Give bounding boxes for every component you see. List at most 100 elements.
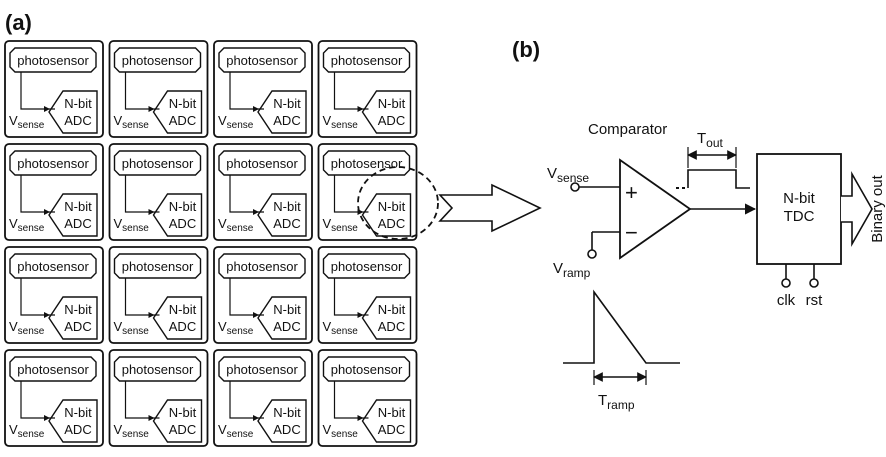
photosensor-box bbox=[218, 356, 306, 382]
vsense-pixel-sub: sense bbox=[18, 326, 45, 337]
adc-line1: N-bit bbox=[378, 302, 406, 317]
output-pulse bbox=[687, 169, 750, 189]
photosensor-label: photosensor bbox=[226, 53, 298, 68]
pixel-wire bbox=[124, 381, 160, 419]
adc-block bbox=[361, 90, 412, 134]
vsense-sub: sense bbox=[557, 171, 589, 185]
pixel-wire bbox=[333, 381, 369, 419]
pixel-wire-arrowhead bbox=[253, 312, 259, 318]
vsense-pixel-label: Vsense bbox=[9, 113, 45, 131]
pixel-wire-arrowhead bbox=[148, 209, 155, 215]
binary-out-arrow bbox=[841, 170, 873, 248]
adc-line2: ADC bbox=[273, 422, 300, 437]
adc-block bbox=[257, 90, 307, 134]
pixel-wire bbox=[20, 278, 55, 316]
panel-label-b: (b) bbox=[512, 37, 540, 62]
photosensor-label: photosensor bbox=[122, 156, 194, 171]
adc-line2: ADC bbox=[273, 216, 300, 231]
vsense-pixel-main: V bbox=[323, 319, 332, 334]
zoom-arrow bbox=[438, 183, 542, 233]
vsense-pixel-sub: sense bbox=[331, 326, 358, 337]
vramp-main: V bbox=[553, 260, 563, 277]
pixel-array: photosensorN-bitADCVsensephotosensorN-bi… bbox=[4, 40, 418, 447]
photosensor-label: photosensor bbox=[331, 53, 403, 68]
adc-line2: ADC bbox=[273, 319, 300, 334]
vsense-pixel-sub: sense bbox=[122, 223, 149, 234]
adc-block bbox=[48, 399, 98, 443]
vsense-pixel-sub: sense bbox=[227, 429, 254, 440]
tout-label: Tout bbox=[697, 130, 724, 150]
vsense-pixel-sub: sense bbox=[122, 120, 149, 131]
photosensor-label: photosensor bbox=[226, 156, 298, 171]
adc-block bbox=[48, 193, 98, 237]
vsense-pixel-sub: sense bbox=[18, 223, 45, 234]
pixel-wire-arrowhead bbox=[44, 209, 50, 215]
tdc-line1: N-bit bbox=[783, 190, 816, 207]
adc-line2: ADC bbox=[169, 216, 196, 231]
tdc-line2: TDC bbox=[784, 208, 815, 225]
vsense-pixel-main: V bbox=[218, 216, 227, 231]
vsense-pixel-sub: sense bbox=[122, 429, 149, 440]
vsense-pixel-label: Vsense bbox=[218, 422, 254, 440]
vsense-pixel-label: Vsense bbox=[114, 422, 150, 440]
tramp-label: Tramp bbox=[598, 392, 635, 412]
pixel-wire-arrowhead bbox=[253, 106, 259, 112]
photosensor-label: photosensor bbox=[331, 156, 403, 171]
vsense-pixel-main: V bbox=[114, 113, 123, 128]
vsense-pixel-main: V bbox=[218, 113, 227, 128]
photosensor-box bbox=[9, 356, 97, 382]
adc-block bbox=[152, 90, 203, 134]
pixel-wire bbox=[333, 278, 369, 316]
vsense-pixel-sub: sense bbox=[18, 120, 45, 131]
vsense-pixel-label: Vsense bbox=[323, 113, 359, 131]
pixel-wire bbox=[229, 278, 264, 316]
adc-block bbox=[152, 193, 203, 237]
photosensor-label: photosensor bbox=[17, 259, 89, 274]
adc-line2: ADC bbox=[64, 113, 91, 128]
vsense-pixel-main: V bbox=[323, 113, 332, 128]
vsense-pixel-label: Vsense bbox=[218, 216, 254, 234]
adc-line1: N-bit bbox=[64, 302, 92, 317]
photosensor-box bbox=[322, 356, 411, 382]
pixel-wire bbox=[20, 72, 55, 110]
pixel-wire bbox=[229, 72, 264, 110]
tdc-block bbox=[756, 153, 842, 265]
adc-line2: ADC bbox=[64, 319, 91, 334]
photosensor-label: photosensor bbox=[226, 362, 298, 377]
adc-line1: N-bit bbox=[64, 96, 92, 111]
vsense-pixel-main: V bbox=[218, 422, 227, 437]
plus-sign: + bbox=[625, 180, 638, 205]
photosensor-label: photosensor bbox=[17, 53, 89, 68]
photosensor-box bbox=[113, 253, 202, 279]
photosensor-box bbox=[113, 150, 202, 176]
photosensor-label: photosensor bbox=[17, 156, 89, 171]
vsense-pixel-sub: sense bbox=[227, 223, 254, 234]
adc-line2: ADC bbox=[273, 113, 300, 128]
vsense-pixel-label: Vsense bbox=[114, 216, 150, 234]
binary-out-label: Binary out bbox=[869, 174, 886, 242]
vsense-terminal bbox=[570, 182, 580, 192]
adc-line1: N-bit bbox=[169, 96, 197, 111]
vsense-pixel-main: V bbox=[114, 422, 123, 437]
photosensor-box bbox=[218, 253, 306, 279]
adc-block bbox=[48, 296, 98, 340]
adc-block bbox=[257, 296, 307, 340]
vsense-pixel-label: Vsense bbox=[114, 113, 150, 131]
adc-block bbox=[152, 399, 203, 443]
pixel-wire bbox=[229, 381, 264, 419]
adc-block bbox=[257, 193, 307, 237]
vsense-pixel-main: V bbox=[9, 216, 18, 231]
adc-block bbox=[361, 296, 412, 340]
photosensor-box bbox=[322, 47, 411, 73]
vsense-pixel-label: Vsense bbox=[9, 319, 45, 337]
tout-main: T bbox=[697, 130, 706, 147]
photosensor-box bbox=[113, 47, 202, 73]
photosensor-label: photosensor bbox=[122, 53, 194, 68]
minus-sign: − bbox=[625, 220, 638, 245]
photosensor-label: photosensor bbox=[17, 362, 89, 377]
pixel-wire-arrowhead bbox=[148, 106, 155, 112]
